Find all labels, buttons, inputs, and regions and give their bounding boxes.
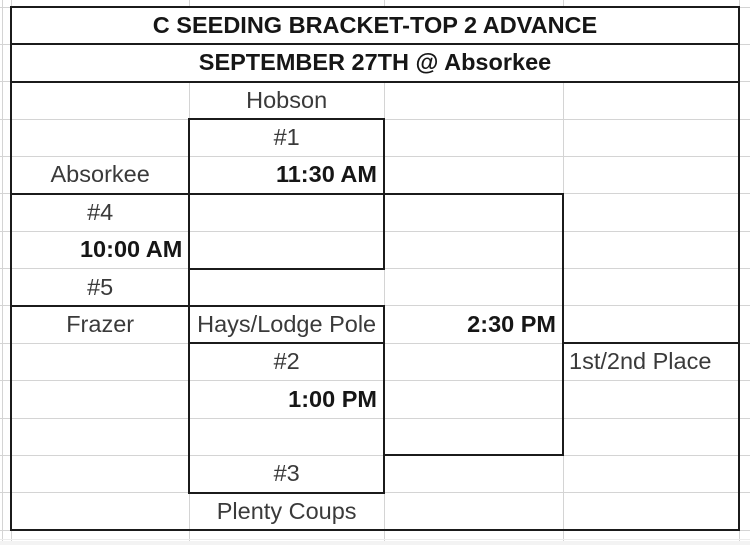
gridline-horizontal <box>0 193 11 195</box>
bracket-date: SEPTEMBER 27TH @ Absorkee <box>198 49 552 76</box>
gridline-vertical <box>383 81 385 120</box>
bracket-border-horizontal <box>10 6 740 8</box>
gridline-horizontal <box>739 6 750 8</box>
gridline-horizontal <box>384 305 750 307</box>
gridline-horizontal <box>0 492 190 494</box>
game4-bottom-team: Frazer <box>66 310 135 337</box>
sheet-bottom-fade <box>0 540 750 545</box>
bracket-border-horizontal <box>188 118 385 121</box>
gridline-vertical <box>188 0 190 7</box>
game3-team: Plenty Coups <box>216 497 357 524</box>
game2-top-team: Hays/Lodge Pole <box>197 310 377 337</box>
gridline-horizontal <box>0 6 11 8</box>
gridline-vertical <box>738 0 740 7</box>
gridline-horizontal <box>739 342 750 344</box>
gridline-vertical <box>738 531 740 545</box>
gridline-vertical <box>562 456 564 545</box>
sheet-bottom-edge-line <box>0 538 750 540</box>
gridline-horizontal <box>384 118 750 120</box>
gridline-vertical <box>2 0 3 545</box>
gridline-horizontal <box>739 529 750 531</box>
bracket-border-vertical <box>10 7 12 531</box>
final-time: 2:30 PM <box>467 310 556 337</box>
bracket-border-vertical <box>562 192 564 457</box>
gridline-horizontal <box>384 492 750 494</box>
gridline-horizontal <box>739 81 750 83</box>
gridline-vertical <box>383 269 385 305</box>
gridline-horizontal <box>563 454 750 456</box>
gridline-horizontal <box>0 268 190 269</box>
bracket-border-horizontal <box>383 454 564 457</box>
bracket-border-horizontal <box>10 529 740 531</box>
gridline-vertical <box>10 531 12 545</box>
bracket-border-horizontal <box>10 304 385 307</box>
bracket-border-horizontal <box>188 491 385 494</box>
gridline-horizontal <box>0 454 384 456</box>
game4-top-team: Absorkee <box>50 161 150 188</box>
gridline-horizontal <box>0 118 190 120</box>
game2-time: 1:00 PM <box>288 385 377 412</box>
bracket-border-horizontal <box>10 80 740 83</box>
gridline-horizontal <box>0 230 750 232</box>
gridline-horizontal <box>0 380 750 382</box>
gridline-horizontal <box>0 305 11 307</box>
bracket-border-horizontal <box>188 267 385 270</box>
gridline-horizontal <box>0 43 11 45</box>
game4-time: 10:00 AM <box>79 236 183 263</box>
gridline-horizontal <box>0 81 11 83</box>
gridline-vertical <box>10 0 12 7</box>
gridline-vertical <box>383 0 385 7</box>
final-placement: 1st/2nd Place <box>569 348 712 375</box>
gridline-horizontal <box>0 529 11 531</box>
game1-time: 11:30 AM <box>275 161 377 188</box>
game4-label: #4 <box>87 198 114 225</box>
gridline-horizontal <box>0 155 750 157</box>
bracket-border-vertical <box>383 304 385 494</box>
bracket-border-horizontal <box>188 342 385 345</box>
game1-top-team: Hobson <box>246 86 328 113</box>
bracket-border-horizontal <box>10 192 564 195</box>
gridline-vertical <box>188 81 190 120</box>
bracket-title: C SEEDING BRACKET-TOP 2 ADVANCE <box>152 12 598 38</box>
gridline-vertical <box>188 493 190 545</box>
gridline-horizontal <box>0 342 190 344</box>
bracket-border-vertical <box>738 7 740 531</box>
gridline-vertical <box>562 0 564 7</box>
gridline-horizontal <box>563 193 750 195</box>
bracket-border-vertical <box>188 118 191 494</box>
game1-label: #1 <box>273 124 300 151</box>
gridline-horizontal <box>384 342 563 344</box>
bracket-border-vertical <box>383 118 385 270</box>
bracket-border-horizontal <box>562 342 740 345</box>
gridline-horizontal <box>384 268 750 269</box>
game2-label: #2 <box>273 348 300 375</box>
gridline-horizontal <box>0 417 750 419</box>
game3-label: #3 <box>273 460 300 487</box>
gridline-vertical <box>562 81 564 193</box>
bracket-border-horizontal <box>10 43 740 46</box>
gridline-horizontal <box>739 43 750 45</box>
gridline-vertical <box>383 493 385 545</box>
game5-label: #5 <box>87 273 114 300</box>
